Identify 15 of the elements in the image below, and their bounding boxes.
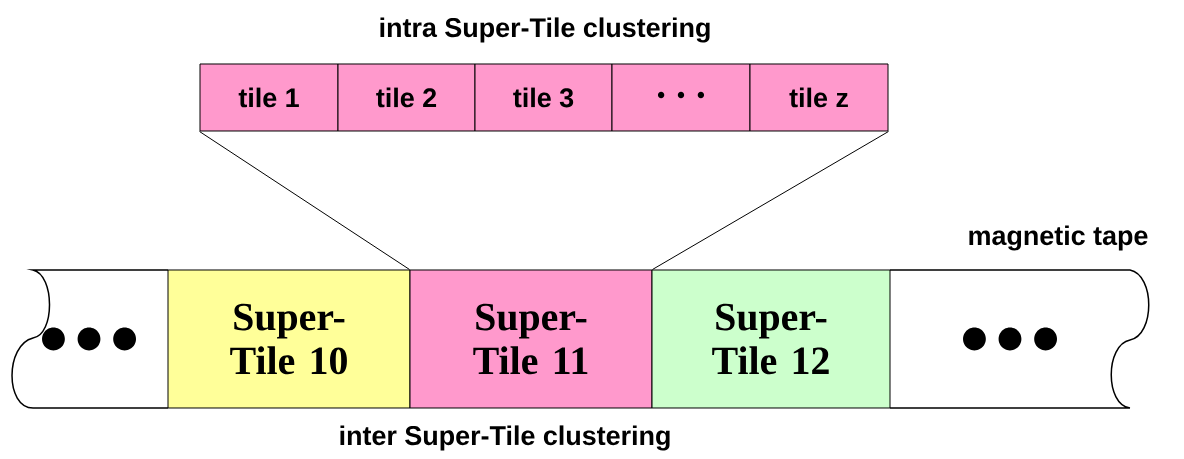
tape-end: ● ● ● bbox=[11, 269, 169, 409]
caption: inter Super-Tile clustering bbox=[340, 425, 670, 451]
tile-box: tile z bbox=[749, 63, 889, 132]
super-tile-box: Super-Tile 11 bbox=[409, 269, 653, 409]
tile-box: • • • bbox=[611, 63, 751, 132]
tile-box: tile 2 bbox=[337, 63, 476, 132]
tile-box: tile 3 bbox=[474, 63, 613, 132]
tape-end: ● ● ● bbox=[889, 269, 1150, 409]
super-tile-box: Super-Tile 12 bbox=[651, 269, 891, 409]
tile-box: tile 1 bbox=[199, 63, 339, 132]
zoom-line bbox=[199, 131, 410, 270]
zoom-line bbox=[652, 131, 889, 270]
super-tile-box: Super-Tile 10 bbox=[167, 269, 411, 409]
tape-label: magnetic tape bbox=[969, 225, 1148, 251]
heading: intra Super-Tile clustering bbox=[380, 17, 710, 43]
